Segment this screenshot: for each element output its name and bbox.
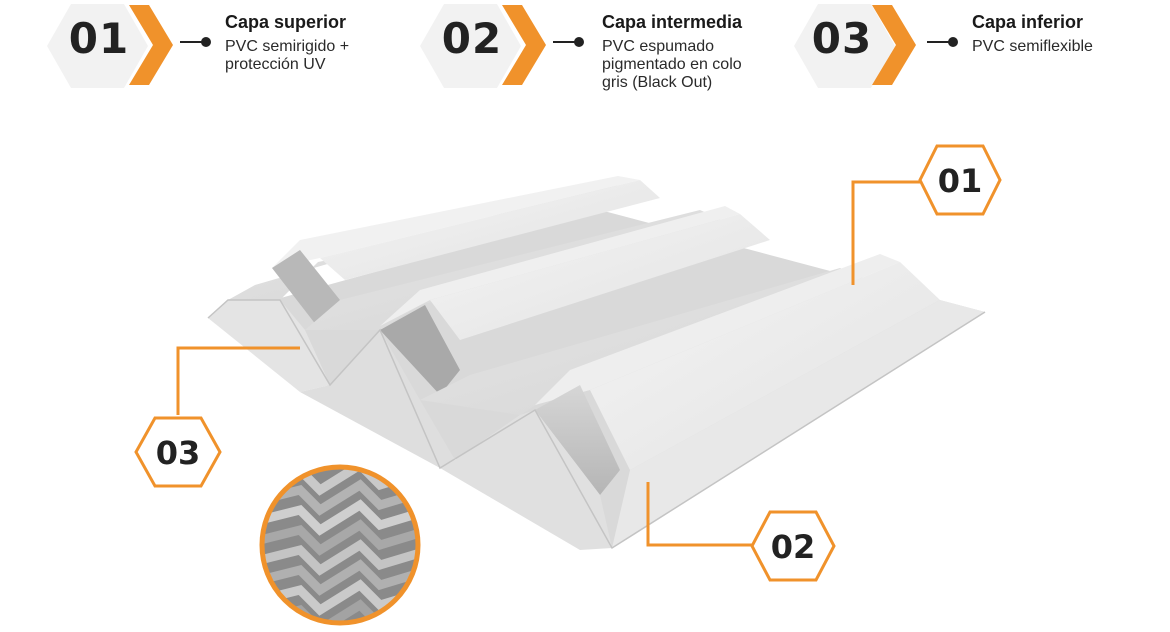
callout-number: 02 bbox=[771, 528, 816, 566]
legend-title: Capa superior bbox=[225, 12, 347, 32]
arrow-dot-connector-icon bbox=[553, 37, 584, 47]
chevron-right-icon bbox=[872, 5, 916, 85]
hexagon-badge-icon bbox=[47, 4, 148, 88]
chevron-right-icon bbox=[129, 5, 173, 85]
callout-line-01 bbox=[851, 180, 920, 285]
hexagon-badge-icon bbox=[750, 510, 836, 582]
arrow-dot-connector-icon bbox=[180, 37, 211, 47]
callout-line-03 bbox=[176, 346, 300, 415]
callout-number: 03 bbox=[156, 434, 201, 472]
callout-badge-01: 01 bbox=[918, 144, 1002, 216]
legend-number: 02 bbox=[441, 14, 503, 63]
legend-item-03: 03 Capa inferior PVC semiflexible bbox=[792, 0, 1162, 110]
callout-badge-02: 02 bbox=[750, 510, 836, 582]
legend-description: PVC semirigido + protección UV bbox=[225, 38, 350, 73]
hexagon-badge-icon bbox=[420, 4, 521, 88]
roof-sheet bbox=[207, 176, 986, 550]
legend-number: 01 bbox=[68, 14, 130, 63]
callout-lines bbox=[176, 180, 920, 547]
callout-line-02 bbox=[646, 482, 752, 547]
hexagon-badge-icon bbox=[134, 416, 222, 488]
legend-item-01: 01 Capa superior PVC semirigido + protec… bbox=[45, 0, 385, 110]
legend-item-02: 02 Capa intermedia PVC espumado pigmenta… bbox=[418, 0, 798, 110]
arrow-dot-connector-icon bbox=[927, 37, 958, 47]
hexagon-badge-icon bbox=[918, 144, 1002, 216]
stacked-sheets-photo bbox=[259, 464, 421, 626]
chevron-right-icon bbox=[502, 5, 546, 85]
legend-description: PVC espumado pigmentado en colo gris (Bl… bbox=[602, 38, 742, 91]
callout-badge-03: 03 bbox=[134, 416, 222, 488]
callout-number: 01 bbox=[938, 162, 983, 200]
hexagon-badge-icon bbox=[794, 4, 895, 88]
legend-number: 03 bbox=[811, 14, 873, 63]
legend-title: Capa intermedia bbox=[602, 12, 743, 32]
legend-description: PVC semiflexible bbox=[972, 38, 1093, 55]
legend-title: Capa inferior bbox=[972, 12, 1084, 32]
